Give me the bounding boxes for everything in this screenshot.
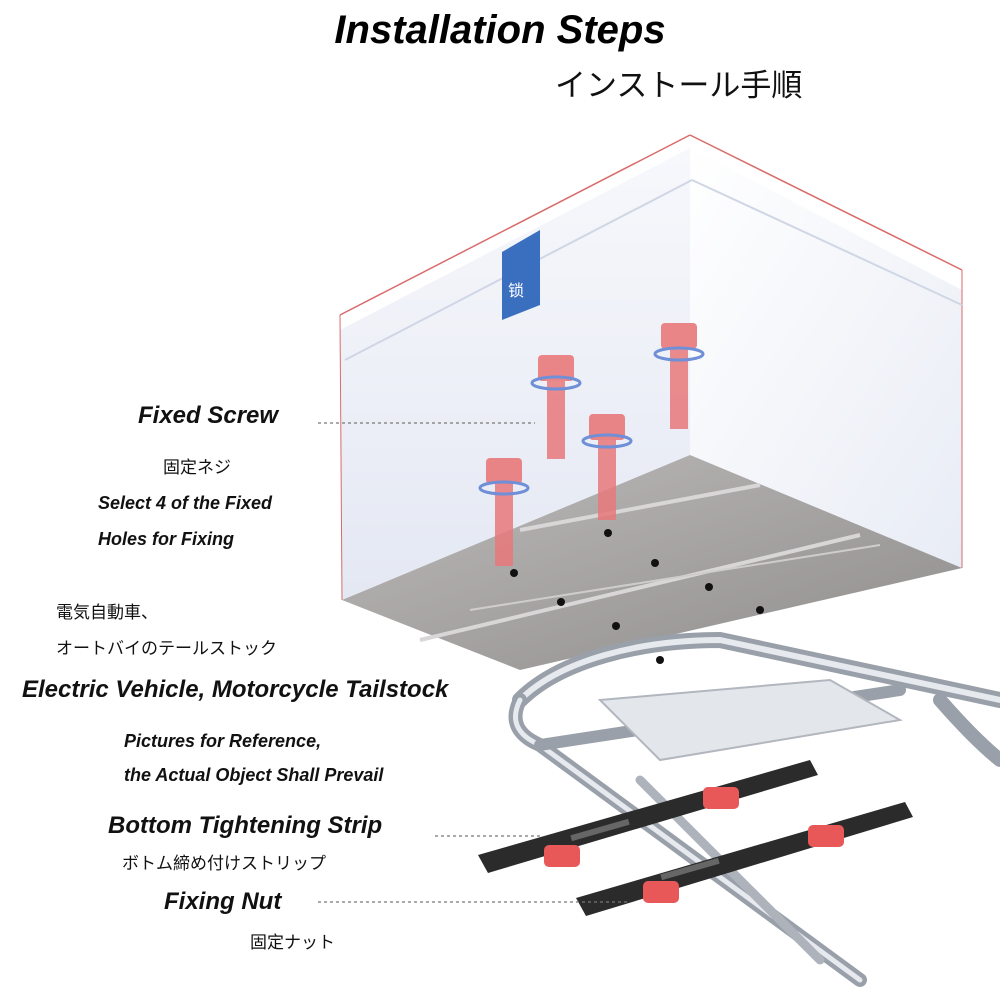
box-edge-line [689, 134, 963, 271]
screw [478, 458, 530, 566]
fixing-nut [643, 881, 679, 903]
bottom-plate [342, 455, 962, 670]
box-edge-line [339, 314, 343, 601]
screw [581, 414, 633, 520]
vehicle-label-jp-line2: オートバイのテールストック [56, 639, 277, 659]
fixing-hole [756, 606, 764, 614]
plate-groove [519, 483, 761, 532]
reference-note-line2: the Actual Object Shall Prevail [124, 765, 384, 785]
fixing-nut-label: Fixing Nut [164, 888, 282, 915]
page-subtitle: インストール手順 [555, 68, 803, 104]
fixing-hole [557, 598, 565, 606]
lock-label: 锁 [508, 281, 524, 300]
reference-note-line1: Pictures for Reference, [124, 731, 322, 751]
fixing-hole [705, 583, 713, 591]
tailstock-rack [508, 631, 1000, 987]
leader-lines [318, 422, 630, 903]
fixed-screws [478, 323, 705, 566]
screw [653, 323, 705, 429]
fixing-nut [808, 825, 844, 847]
fixing-nut-label-jp: 固定ナット [250, 933, 335, 953]
fixing-hole [604, 529, 612, 537]
fixing-hole [612, 622, 620, 630]
select-holes-line1: Select 4 of the Fixed [98, 493, 273, 513]
tightening-strip-label: Bottom Tightening Strip [108, 812, 383, 839]
box-edge-line [339, 134, 691, 316]
fixing-nut [703, 787, 739, 809]
box-lid-line [691, 179, 963, 306]
fixing-hole [510, 569, 518, 577]
vehicle-label-jp-line1: 電気自動車、 [56, 603, 158, 623]
box-side-face [690, 148, 962, 568]
fixing-nuts [544, 787, 844, 903]
rack-plate [597, 678, 903, 762]
plate-groove [469, 544, 881, 611]
fixed-screw-label-jp: 固定ネジ [163, 458, 231, 478]
vehicle-label: Electric Vehicle, Motorcycle Tailstock [22, 676, 449, 703]
fixing-nut [544, 845, 580, 867]
page-title: Installation Steps [334, 8, 666, 52]
fixing-hole [656, 656, 664, 664]
plate-groove [419, 533, 861, 642]
lock-tab: 锁 [502, 230, 540, 320]
select-holes-line2: Holes for Fixing [98, 529, 235, 549]
fixing-hole [651, 559, 659, 567]
tightening-strip-label-jp: ボトム締め付けストリップ [122, 854, 326, 874]
screw [530, 355, 582, 459]
fixed-screw-label: Fixed Screw [138, 402, 279, 429]
